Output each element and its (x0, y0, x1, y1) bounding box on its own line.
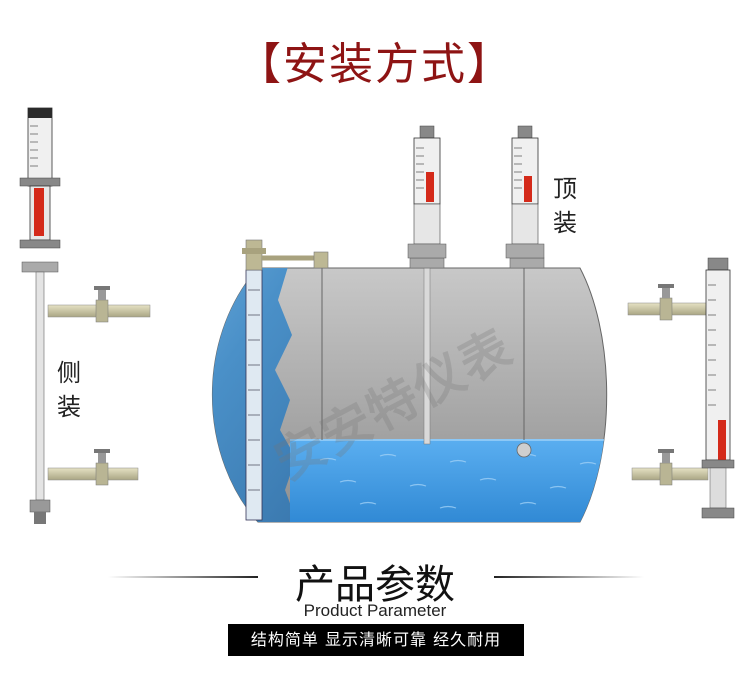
side-mount-gauge-left (19, 107, 61, 524)
side-mount-gauge-right (701, 257, 735, 519)
section-subtitle: Product Parameter (303, 601, 447, 620)
page-title: 【安装方式】 (237, 39, 513, 90)
side-mount-label-char-2: 装 (57, 393, 81, 421)
tank-installation-diagram (19, 107, 735, 524)
section-title: 产品参数 (295, 562, 455, 608)
right-lower-pipe (631, 449, 709, 486)
top-mount-gauge-1 (407, 125, 447, 259)
left-lower-pipe (47, 449, 139, 486)
right-upper-pipe (627, 284, 709, 321)
top-mount-label: 顶 装 (550, 172, 580, 240)
left-upper-pipe (47, 286, 151, 323)
top-mount-gauge-2 (505, 125, 545, 259)
top-mount-label-char-1: 顶 (553, 175, 577, 203)
side-mount-label: 侧 装 (54, 356, 84, 424)
section-rule-right (494, 576, 644, 578)
tagline-banner: 结构简单 显示清晰可靠 经久耐用 (228, 624, 524, 656)
side-mount-label-char-1: 侧 (57, 359, 81, 387)
top-mount-label-char-2: 装 (553, 209, 577, 237)
tank (211, 239, 608, 523)
section-rule-left (108, 576, 258, 578)
